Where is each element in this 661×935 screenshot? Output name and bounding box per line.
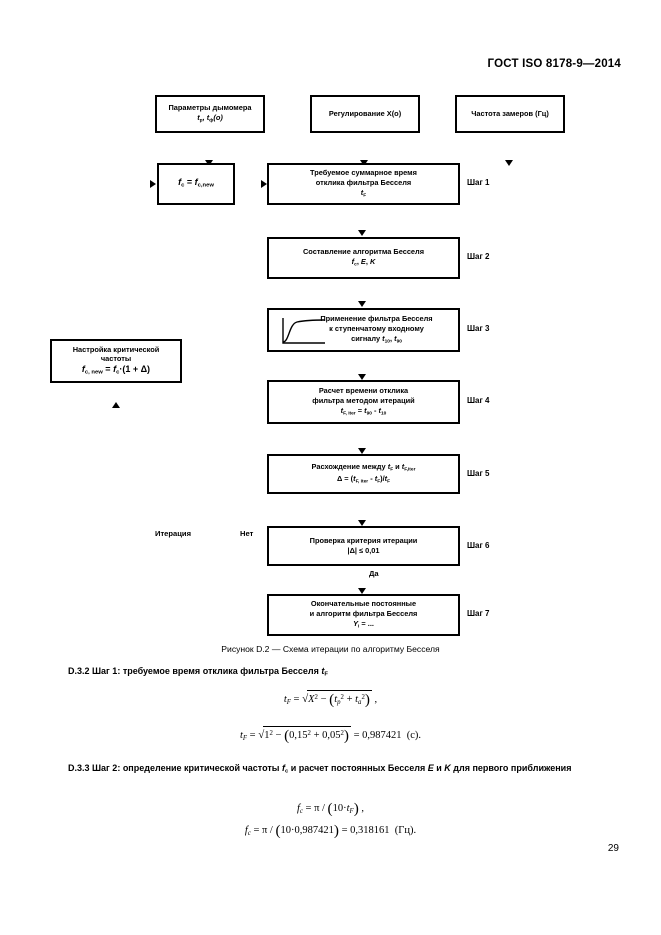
edge-label-no: Нет	[240, 529, 254, 538]
step-box-1: Требуемое суммарное время отклика фильтр…	[267, 163, 460, 205]
step5-line2: Δ = (tF, iter - tF)/tF	[336, 474, 391, 485]
connector-tuning-to-feedback-h	[0, 607, 36, 609]
flowchart-figure: Параметры дымомера tp, tф(o) Регулирован…	[0, 80, 661, 650]
step7-line1: Окончательные постоянные	[310, 599, 417, 609]
document-header: ГОСТ ISO 8178-9—2014	[487, 58, 621, 70]
input-box-line1: Параметры дымомера	[168, 103, 252, 113]
edge-label-yes: Да	[369, 569, 379, 578]
step7-line2: и алгоритм фильтра Бесселя	[309, 609, 418, 619]
input-box-smoke-meter-params: Параметры дымомера tp, tф(o)	[155, 95, 265, 133]
edge-label-iteration: Итерация	[155, 529, 192, 538]
connector-step3-step4	[0, 226, 2, 252]
arrow-no-branch-up	[112, 402, 120, 408]
connector-step6-no-branch	[0, 310, 209, 312]
step6-line1: Проверка критерия итерации	[309, 536, 418, 546]
connector-step6-step7	[0, 609, 2, 635]
figure-caption: Рисунок D.2 — Схема итерации по алгоритм…	[221, 644, 440, 654]
connector-step2-step3	[0, 200, 2, 226]
step5-line1: Расхождение между tF и tF,iter	[311, 462, 416, 473]
connector-feedback-to-step1	[0, 170, 31, 172]
step-label-5: Шаг 5	[467, 469, 490, 478]
step4-line1: Расчет времени отклика	[318, 386, 409, 396]
arrow-step5-step6	[358, 520, 366, 526]
section-heading-d33: D.3.3 Шаг 2: определение критической час…	[68, 763, 572, 775]
section-heading-d32: D.3.2 Шаг 1: требуемое время отклика фил…	[68, 666, 328, 678]
arrow-step1-step2	[358, 230, 366, 236]
connector-step5-step6	[0, 280, 2, 310]
step-label-7: Шаг 7	[467, 609, 490, 618]
step4-line2: фильтра методом итераций	[312, 396, 415, 406]
connector-input1-down	[0, 80, 2, 110]
tuning-line2: частоты	[100, 354, 132, 364]
step3-line2: к ступенчатому входному	[329, 324, 424, 334]
step-box-6: Проверка критерия итерации |Δ| ≤ 0,01	[267, 526, 460, 566]
arrow-feedback-to-step1	[261, 180, 267, 188]
formula-fc-symbolic: fc = π / (10·tF) ,	[296, 800, 365, 817]
step4-line3: tF, iter = t90 - t10	[340, 405, 387, 417]
step7-line3: Yi = ...	[353, 618, 374, 630]
formula-tf-symbolic: tF = √X2 − (tp2 + ta2) ,	[283, 690, 378, 708]
step1-line2: отклика фильтра Бесселя	[315, 178, 412, 188]
step-label-4: Шаг 4	[467, 396, 490, 405]
page-number: 29	[607, 843, 619, 854]
step-label-1: Шаг 1	[467, 178, 490, 187]
step-label-2: Шаг 2	[467, 252, 490, 261]
step-box-5: Расхождение между tF и tF,iter Δ = (tF, …	[267, 454, 460, 494]
input-box-sampling-frequency: Частота замеров (Гц)	[455, 95, 565, 133]
tuning-line3: fc, new = fc·(1 + Δ)	[81, 364, 151, 376]
connector-input3-down	[0, 140, 2, 170]
arrow-step2-step3	[358, 301, 366, 307]
connector-step1-step2	[0, 172, 2, 200]
connector-tuning-to-feedback	[0, 452, 2, 607]
step-label-3: Шаг 3	[467, 324, 490, 333]
connector-no-branch-up	[0, 312, 2, 452]
feedback-box-label: fc = fc,new	[178, 177, 214, 189]
input-box-line1: Частота замеров (Гц)	[471, 109, 549, 119]
feedback-box-fc-update: fc = fc,new	[157, 163, 235, 205]
step1-line3: tF	[360, 187, 367, 199]
step2-line1: Составление алгоритма Бесселя	[302, 247, 425, 257]
formula-fc-numeric: fc = π / (10·0,987421) = 0,318161 (Гц).	[244, 822, 417, 839]
input-box-line1: Регулирование X(o)	[328, 109, 402, 119]
input-box-regulation: Регулирование X(o)	[310, 95, 420, 133]
step-box-7: Окончательные постоянные и алгоритм филь…	[267, 594, 460, 636]
step-box-2: Составление алгоритма Бесселя fc, E, K	[267, 237, 460, 279]
step-label-6: Шаг 6	[467, 541, 490, 550]
arrow-step3-step4	[358, 374, 366, 380]
arrow-step6-step7	[358, 588, 366, 594]
step-response-curve-icon	[282, 318, 326, 344]
step-box-4: Расчет времени отклика фильтра методом и…	[267, 380, 460, 424]
arrow-step4-step5	[358, 448, 366, 454]
arrow-input3	[505, 160, 513, 166]
connector-input2-down	[0, 110, 2, 140]
step2-line2: fc, E, K	[351, 257, 376, 268]
step3-line3: сигналу t10, t90	[351, 333, 402, 345]
input-box-line2: tp, tф(o)	[197, 113, 223, 124]
step1-line1: Требуемое суммарное время	[310, 168, 417, 178]
connector-step4-step5	[0, 252, 2, 280]
step-box-3: Применение фильтра Бесселя к ступенчатом…	[267, 308, 460, 352]
tuning-box-critical-frequency: Настройка критической частоты fc, new = …	[50, 339, 182, 383]
arrow-into-feedback	[150, 180, 156, 188]
formula-tf-numeric: tF = √12 − (0,152 + 0,052) = 0,987421 (с…	[239, 726, 422, 744]
tuning-line1: Настройка критической	[72, 344, 160, 354]
step3-line1: Применение фильтра Бесселя	[320, 314, 433, 324]
step6-line2: |Δ| ≤ 0,01	[347, 546, 380, 555]
